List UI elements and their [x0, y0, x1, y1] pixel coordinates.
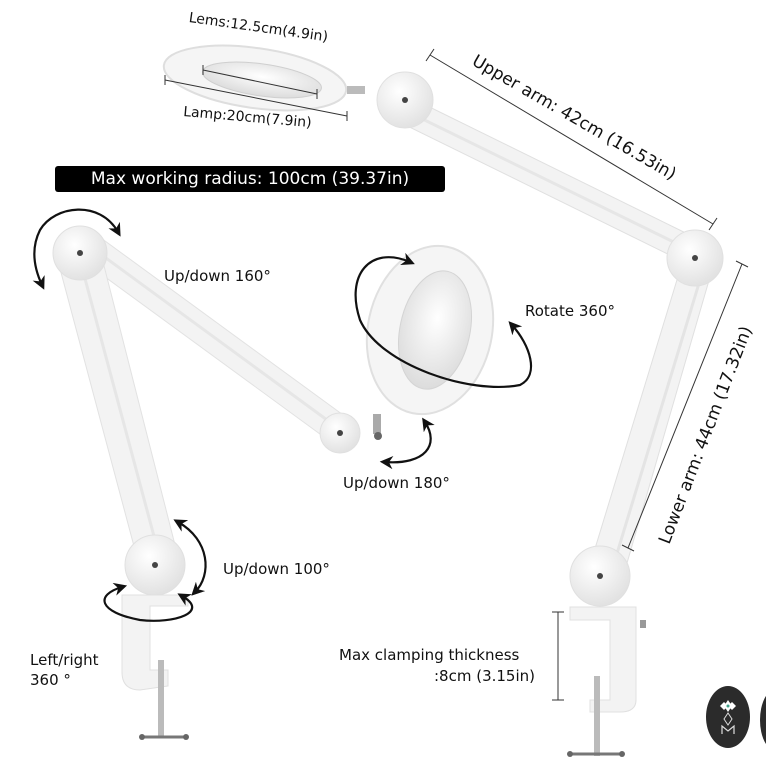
- upper-arm-dimension-line: [425, 48, 718, 231]
- updown-100-label: Up/down 100°: [223, 560, 330, 578]
- updown-160-label: Up/down 160°: [164, 267, 271, 285]
- right-lower-arm: [589, 229, 724, 571]
- right-base-clamp: [567, 545, 646, 757]
- clamp-dimension-line: [552, 611, 564, 701]
- clamp-thickness-line1: Max clamping thickness: [339, 646, 520, 664]
- arrow-updown-160: [32, 208, 121, 290]
- leftright-label-line2: 360 °: [30, 671, 71, 689]
- max-radius-banner: Max working radius: 100cm (39.37in): [55, 166, 445, 192]
- clamp-thickness-line2: :8cm (3.15in): [434, 667, 536, 685]
- diamond-m-icon: [720, 700, 736, 734]
- rotation-arrows: [32, 208, 532, 622]
- brand-logo: [706, 686, 750, 748]
- left-base-clamp: [121, 534, 189, 740]
- arrow-updown-100: [173, 519, 207, 596]
- lamp-hinge: [347, 86, 365, 94]
- arrow-updown-180: [379, 417, 435, 470]
- leftright-label-line1: Left/right: [30, 651, 99, 669]
- arrow-leftright-360: [103, 582, 194, 622]
- lens-dimension-line: [202, 65, 318, 99]
- left-lamp-head: [365, 244, 495, 416]
- updown-180-label: Up/down 180°: [343, 474, 450, 492]
- brand-logo-partial: [760, 690, 766, 750]
- rotate-360-label: Rotate 360°: [525, 302, 616, 320]
- lamp-dimension-line: [164, 75, 348, 121]
- arrow-rotate-360: [354, 252, 532, 389]
- lower-arm-dimension-line: [621, 260, 749, 552]
